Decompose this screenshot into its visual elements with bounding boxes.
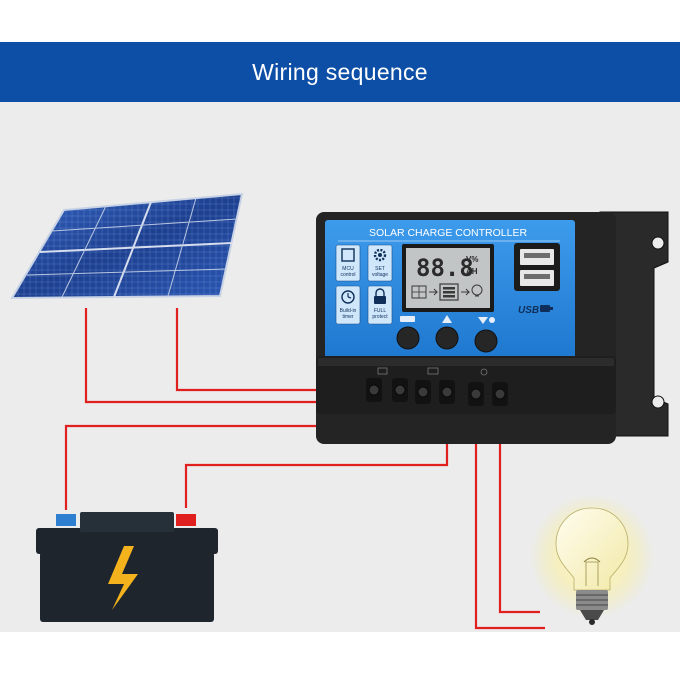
triangle-down-icon — [478, 317, 488, 324]
page-title: Wiring sequence — [252, 58, 428, 85]
solar-panel — [10, 192, 244, 300]
down-button[interactable] — [474, 317, 498, 353]
terminal-load-1[interactable] — [468, 382, 484, 406]
feature-build-in-timer: Build-in timer — [335, 285, 361, 325]
light-bulb — [530, 494, 654, 625]
feature-set-voltage: SET voltage — [367, 244, 393, 282]
svg-text:protect: protect — [372, 314, 388, 320]
triangle-up-icon — [442, 315, 452, 323]
terminal-battery-positive[interactable] — [439, 380, 455, 404]
terminal-block — [316, 356, 616, 414]
lcd-arrow-icon-2 — [461, 288, 471, 296]
chip-icon — [341, 248, 355, 262]
load-wire-2 — [498, 398, 540, 614]
usb-symbol-icon — [540, 305, 553, 312]
menu-button[interactable] — [396, 316, 420, 350]
usb-label: USB — [518, 305, 539, 316]
title-banner: Wiring sequence — [0, 42, 680, 102]
lcd-unit-bottom: AH — [466, 267, 478, 276]
terminal-solar-positive[interactable] — [392, 378, 408, 402]
svg-text:control: control — [340, 272, 355, 278]
svg-text:Build-in: Build-in — [340, 308, 357, 314]
lcd-bulb-icon — [471, 284, 483, 297]
svg-text:SET: SET — [375, 266, 385, 272]
lcd-battery-icon — [439, 283, 459, 301]
svg-text:timer: timer — [342, 314, 353, 320]
clock-icon — [341, 290, 355, 304]
svg-text:MCU: MCU — [342, 266, 354, 272]
terminal-load-2[interactable] — [492, 382, 508, 406]
menu-icon — [400, 316, 415, 322]
lightning-bolt-icon — [108, 546, 138, 610]
battery — [36, 512, 218, 622]
svg-text:FULL: FULL — [374, 308, 386, 314]
load-terminal-icon — [480, 368, 488, 376]
battery-positive-terminal — [176, 514, 196, 526]
top-margin — [0, 0, 680, 42]
light-icon — [489, 317, 495, 323]
lock-icon — [374, 288, 386, 304]
terminal-solar-negative[interactable] — [366, 378, 382, 402]
lcd-display: 88.8 V% AH — [402, 244, 494, 312]
svg-text:voltage: voltage — [372, 272, 388, 278]
charge-controller: SOLAR CHARGE CONTROLLER MCU control SET … — [316, 211, 669, 444]
feature-mcu-control: MCU control — [335, 244, 361, 282]
battery-negative-terminal — [56, 514, 76, 526]
usb-ports: USB — [514, 243, 560, 316]
battery-terminal-icon — [427, 367, 439, 375]
lcd-arrow-icon — [429, 288, 439, 296]
bottom-margin — [0, 632, 680, 680]
load-wire-1 — [474, 398, 545, 630]
up-button[interactable] — [435, 315, 459, 350]
lcd-digits: 88.8 — [416, 254, 474, 282]
terminal-battery-negative[interactable] — [415, 380, 431, 404]
lcd-panel-icon — [411, 285, 427, 299]
feature-full-protect: FULL protect — [367, 285, 393, 325]
solar-terminal-icon — [377, 367, 388, 375]
controller-title: SOLAR CHARGE CONTROLLER — [369, 227, 528, 239]
gear-icon — [373, 248, 387, 262]
lcd-unit-top: V% — [466, 255, 478, 264]
panel-negative-wire — [175, 308, 374, 392]
